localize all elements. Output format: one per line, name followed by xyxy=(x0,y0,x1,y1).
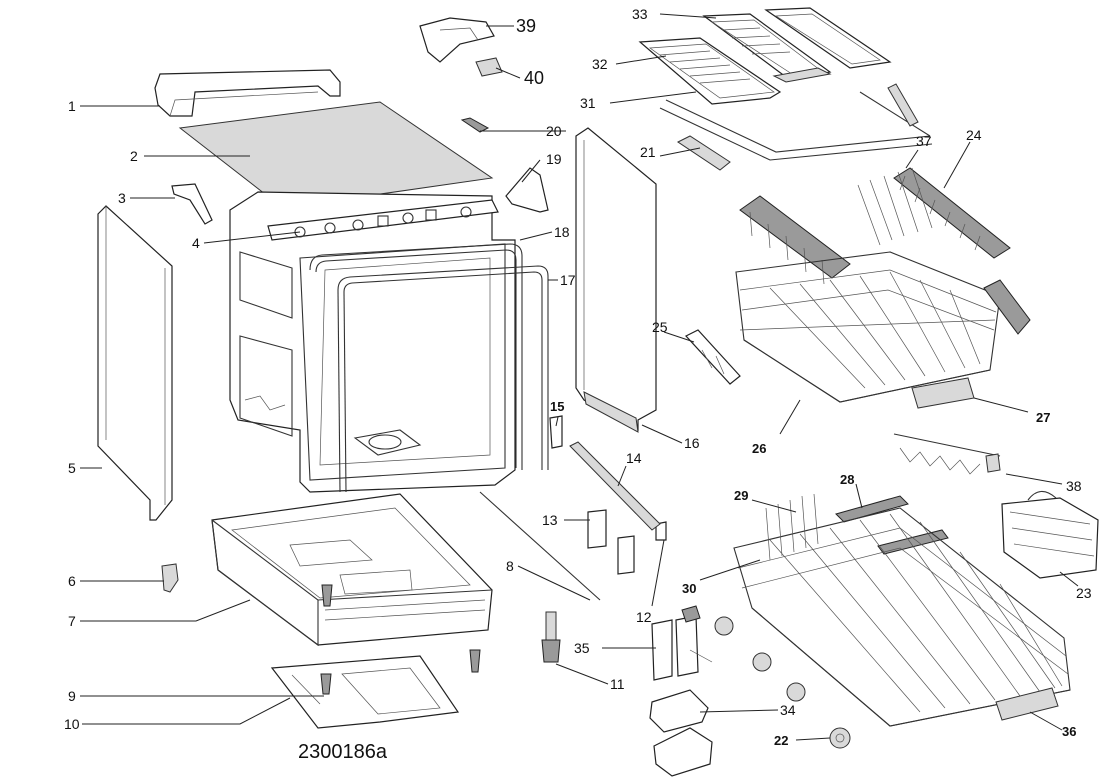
callout-32: 32 xyxy=(592,56,608,72)
part-8-rod xyxy=(479,491,601,601)
part-11-adjustable-foot xyxy=(541,611,561,663)
callout-7: 7 xyxy=(68,613,76,629)
part-21-rail-slide xyxy=(677,135,731,171)
callout-4: 4 xyxy=(192,235,200,251)
callout-1: 1 xyxy=(68,98,76,114)
callout-19: 19 xyxy=(546,151,562,167)
part-15-small-clip xyxy=(549,415,563,449)
part-10-bottom-plate xyxy=(270,655,460,729)
drawing-code: 2300186a xyxy=(298,741,388,763)
callout-18: 18 xyxy=(554,224,570,240)
upper-basket-side-holder xyxy=(983,279,1031,335)
part-28-lower-tine-holder xyxy=(835,495,949,555)
part-20-small-latch xyxy=(460,117,490,133)
callout-15: 15 xyxy=(550,399,564,414)
upper-rail-end xyxy=(887,83,919,127)
part-19-wedge-bracket xyxy=(505,167,549,213)
leader-lines xyxy=(80,13,1079,741)
callout-12: 12 xyxy=(636,609,652,625)
callout-35: 35 xyxy=(574,640,590,656)
part-22-wheels xyxy=(714,616,851,749)
callout-5: 5 xyxy=(68,460,76,476)
upper-basket-tine-holder xyxy=(739,195,851,285)
callout-37: 37 xyxy=(916,133,932,149)
callout-14: 14 xyxy=(626,450,642,466)
part-25-basket-clip xyxy=(685,329,741,385)
part-32-33-cutlery-trays xyxy=(638,7,892,105)
callout-31: 31 xyxy=(580,95,596,111)
callout-10: 10 xyxy=(64,716,80,732)
callout-23: 23 xyxy=(1076,585,1092,601)
part-12-clip xyxy=(655,521,667,541)
callout-30: 30 xyxy=(682,581,696,596)
callout-2: 2 xyxy=(130,148,138,164)
part-23-cutlery-basket xyxy=(1001,490,1099,579)
part-13-hinge-brackets xyxy=(587,509,635,575)
part-39-door-lock xyxy=(419,17,495,63)
callout-9: 9 xyxy=(68,688,76,704)
part-5-left-side-panel xyxy=(97,205,173,521)
callout-27: 27 xyxy=(1036,410,1050,425)
callout-26: 26 xyxy=(752,441,766,456)
callout-25: 25 xyxy=(652,319,668,335)
callout-39: 39 xyxy=(516,16,536,36)
callout-36: 36 xyxy=(1062,724,1076,739)
part-16-right-side-panel xyxy=(575,127,657,433)
part-35-lock-assembly xyxy=(651,605,713,681)
part-27-basket-handle xyxy=(911,377,975,409)
callout-22: 22 xyxy=(774,733,788,748)
part-14-rail xyxy=(569,441,661,531)
part-9-screw xyxy=(320,673,332,695)
callout-13: 13 xyxy=(542,512,558,528)
part-31-tray-rail xyxy=(659,91,933,161)
callout-24: 24 xyxy=(966,127,982,143)
part-36-lower-basket-handle xyxy=(995,687,1059,721)
callout-11: 11 xyxy=(610,676,625,692)
callout-3: 3 xyxy=(118,190,126,206)
part-26-upper-basket xyxy=(735,251,1001,403)
part-7-base-frame xyxy=(211,493,493,647)
part-34-latch-housing xyxy=(649,689,713,777)
part-37-fold-tines xyxy=(857,167,933,246)
part-17-tub-gasket xyxy=(337,265,549,493)
callout-16: 16 xyxy=(684,435,700,451)
callout-8: 8 xyxy=(506,558,514,574)
callout-34: 34 xyxy=(780,702,796,718)
callout-33: 33 xyxy=(632,6,648,22)
part-38-hanger xyxy=(893,433,1001,475)
part-1-top-trim xyxy=(154,69,341,117)
part-6-drain-hook xyxy=(161,563,179,593)
part-2-worktop-panel xyxy=(178,101,494,209)
callout-40: 40 xyxy=(524,68,544,88)
callout-29: 29 xyxy=(734,488,748,503)
part-24-tine-row xyxy=(893,167,1011,259)
part-18-door-seal xyxy=(309,243,523,470)
callout-6: 6 xyxy=(68,573,76,589)
tub-cabinet-body xyxy=(229,191,516,493)
part-3-side-bracket xyxy=(171,183,213,225)
callout-38: 38 xyxy=(1066,478,1082,494)
callout-numbers: 1 2 3 4 5 6 7 8 9 10 11 12 13 14 15 16 1… xyxy=(64,6,1092,748)
part-40-small-cover xyxy=(475,57,503,77)
callout-20: 20 xyxy=(546,123,562,139)
base-screws xyxy=(321,584,481,673)
callout-21: 21 xyxy=(640,144,656,160)
callout-17: 17 xyxy=(560,272,576,288)
callout-28: 28 xyxy=(840,472,854,487)
